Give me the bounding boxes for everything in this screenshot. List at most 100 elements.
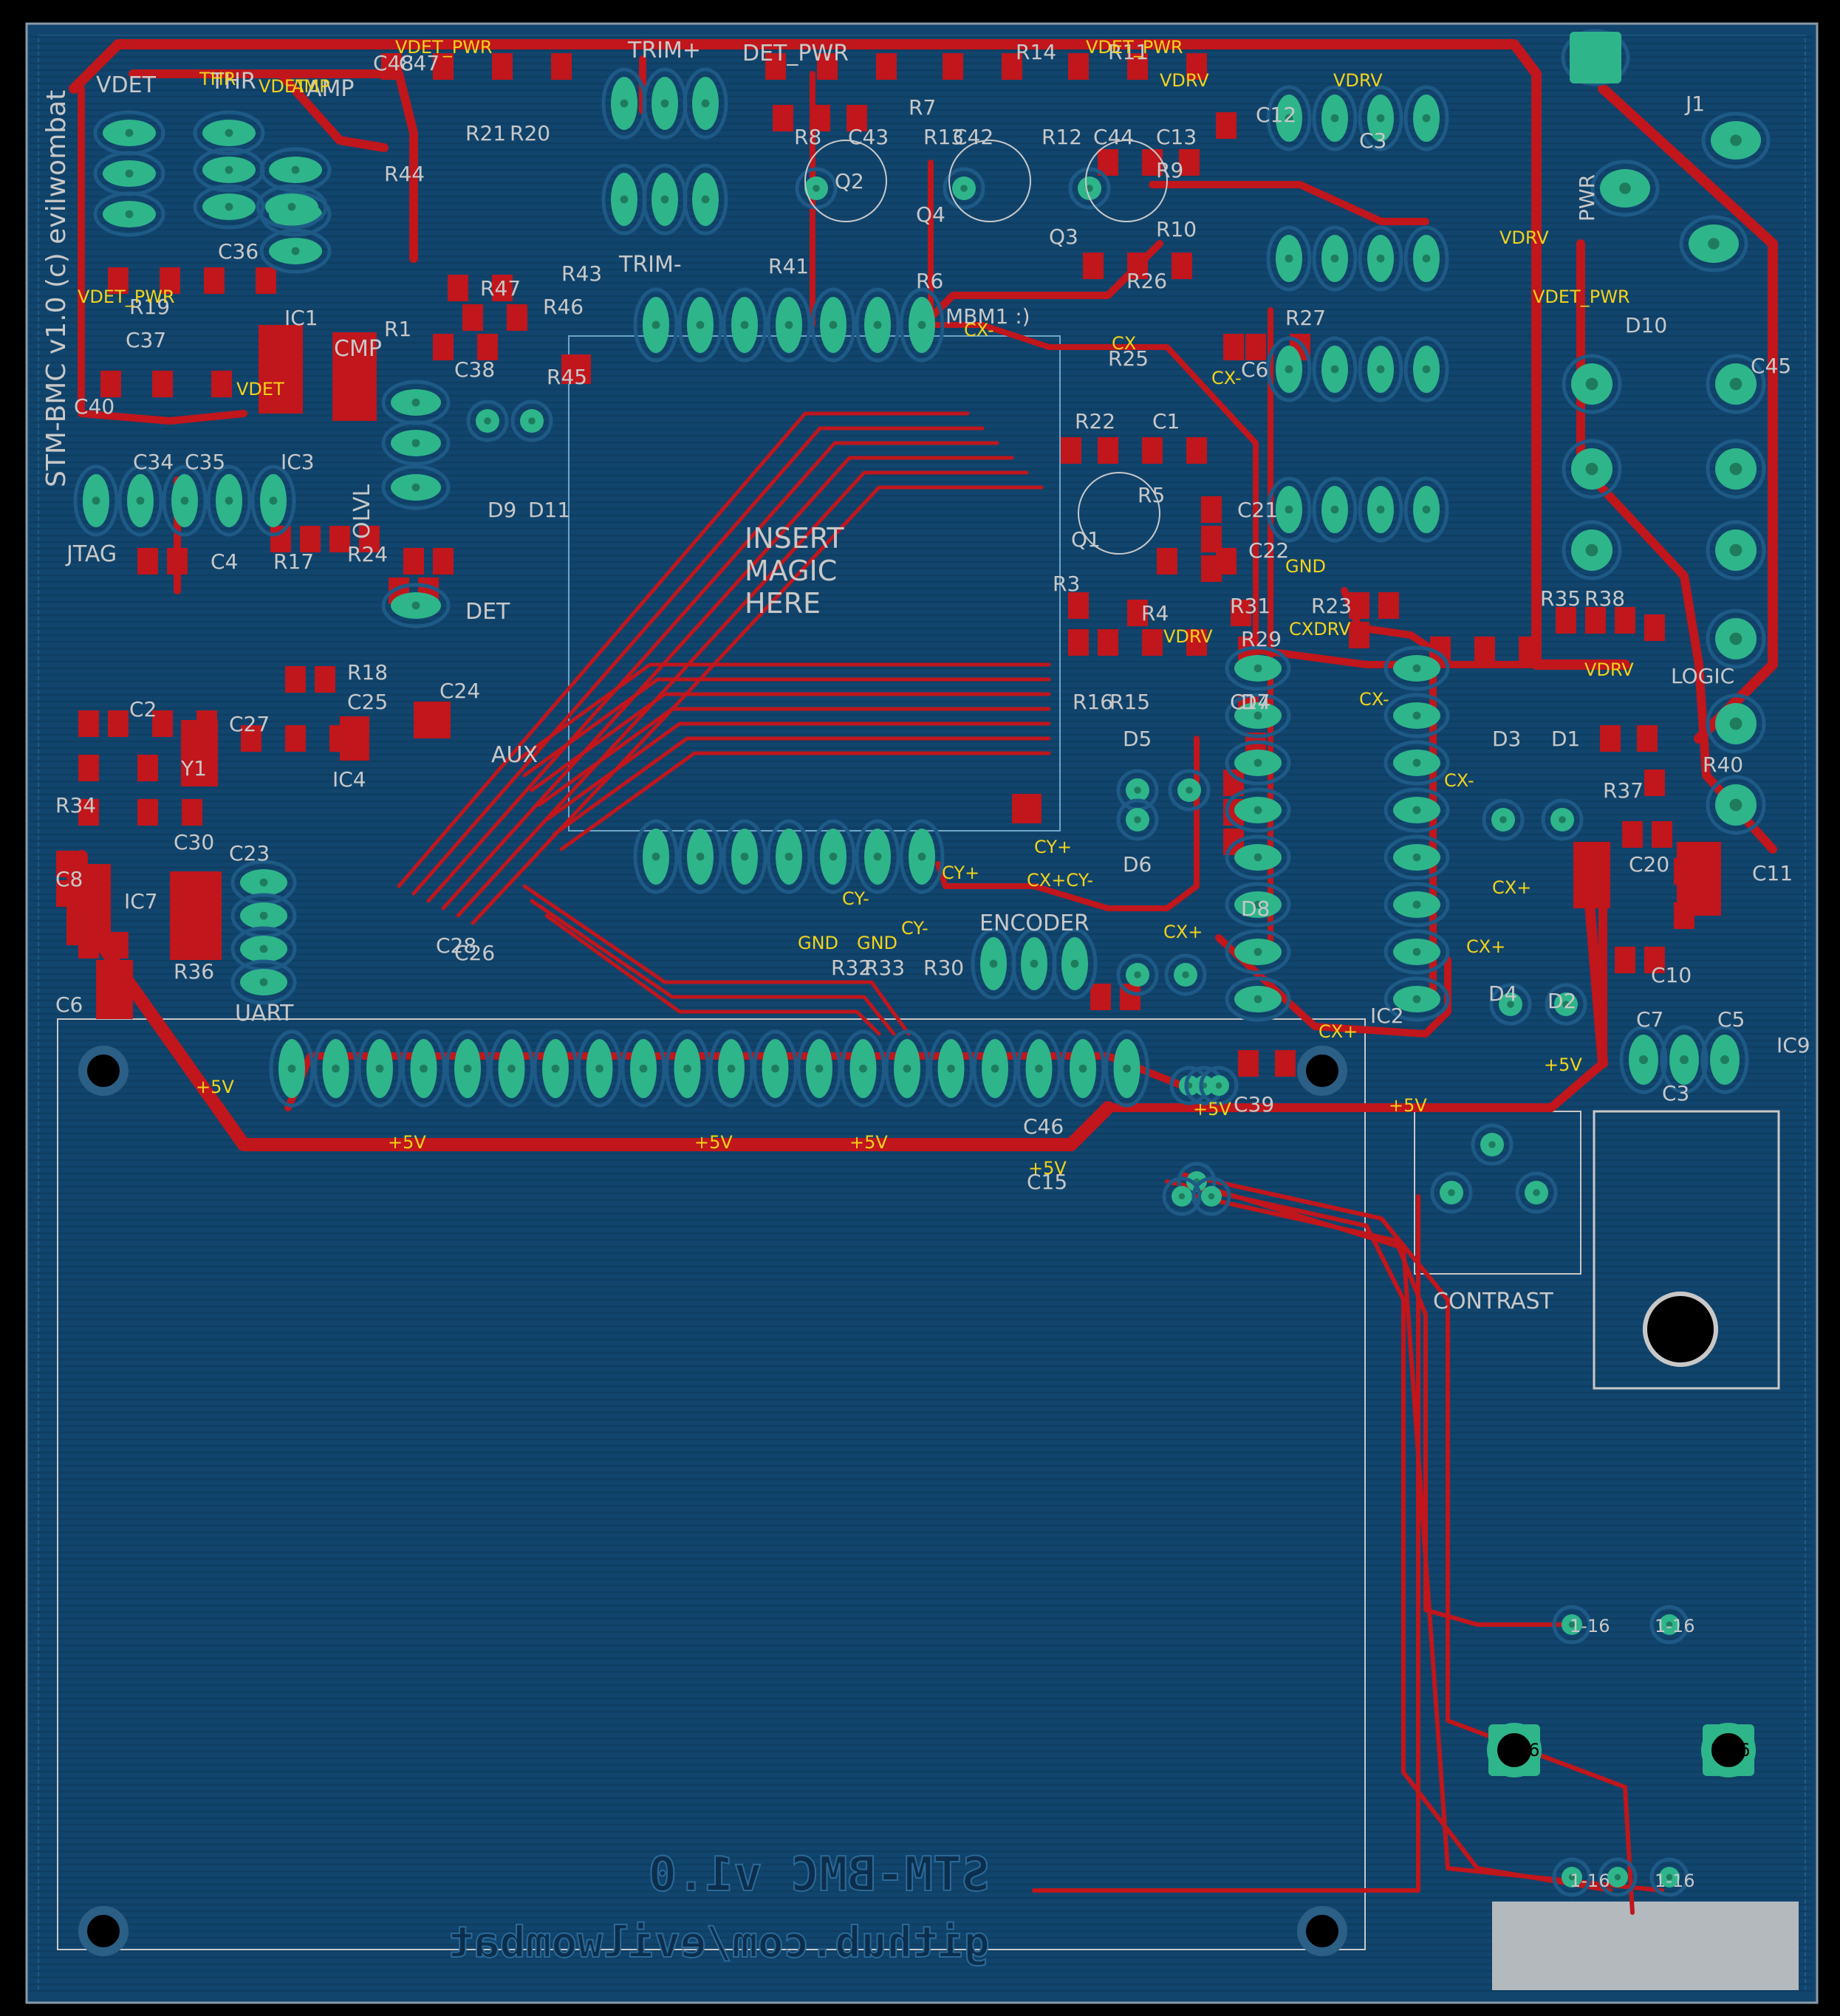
smd-block <box>1012 794 1042 823</box>
smd-pad <box>108 932 129 959</box>
designator: C30 <box>174 830 214 854</box>
connector-label-vdet: VDET <box>96 72 157 98</box>
designator: C43 <box>848 125 889 149</box>
designator: C3 <box>1359 128 1386 153</box>
smd-pad <box>300 526 321 552</box>
net-label: +5V <box>849 1132 888 1153</box>
net-label: CX- <box>1359 689 1389 710</box>
designator: R18 <box>347 660 388 685</box>
smd-block <box>561 354 591 384</box>
smd-pad <box>1349 592 1369 619</box>
smd-pad <box>1615 607 1635 634</box>
net-label: CY+ <box>942 863 979 883</box>
smd-pad <box>462 304 483 331</box>
net-label: CX+ <box>1319 1021 1358 1042</box>
net-label: +5V <box>694 1132 733 1153</box>
net-label: CX+ <box>1492 877 1531 898</box>
ic9-outline <box>1593 1110 1780 1390</box>
smd-pad <box>1186 53 1207 80</box>
net-label: CY+ <box>1034 837 1072 857</box>
smd-pad <box>152 371 173 397</box>
designator: C24 <box>440 679 480 703</box>
smd-pad <box>152 710 173 737</box>
designator: C10 <box>1651 963 1692 987</box>
designator: Q1 <box>1071 527 1101 552</box>
designator: C42 <box>953 125 993 149</box>
designator: C28 <box>436 933 476 958</box>
smd-block <box>1677 842 1721 916</box>
smd-pad <box>1083 253 1104 279</box>
designator: R41 <box>768 254 809 278</box>
smd-pad <box>492 53 513 80</box>
smd-pad <box>507 304 527 331</box>
designator: C44 <box>1093 125 1134 149</box>
designator: C3 <box>1662 1081 1689 1105</box>
connector-label-trim-plus: TRIM+ <box>627 38 701 64</box>
hole-label: 1-16 <box>1499 1740 1539 1760</box>
designator: C20 <box>1629 852 1669 877</box>
smd-pad <box>1127 253 1148 279</box>
smd-pad <box>1201 496 1222 523</box>
smd-block <box>170 871 222 960</box>
designator: C5 <box>1717 1007 1745 1032</box>
smd-pad <box>1142 437 1163 464</box>
smd-pad <box>204 267 225 294</box>
designator: C1 <box>1152 409 1180 433</box>
smd-pad <box>810 105 830 131</box>
designator: R19 <box>129 295 170 319</box>
hole-label: 1-16 <box>1710 1740 1750 1760</box>
designator: R5 <box>1138 483 1165 507</box>
smd-block <box>1573 842 1610 908</box>
designator: D4 <box>1488 981 1517 1006</box>
smd-pad <box>551 53 572 80</box>
net-label: CXDRV <box>1289 619 1351 640</box>
magic-line: HERE <box>745 587 821 620</box>
smd-pad <box>1622 821 1643 848</box>
designator: C13 <box>1156 125 1197 149</box>
designator: C48 <box>373 51 414 75</box>
smd-pad <box>270 526 291 552</box>
net-label: VDET <box>259 76 307 97</box>
designator: C6 <box>1241 357 1268 382</box>
designator: R3 <box>1053 572 1080 596</box>
designator: R46 <box>543 295 584 319</box>
designator: R29 <box>1241 627 1282 651</box>
designator: C15 <box>1027 1170 1067 1194</box>
designator: C23 <box>229 841 270 865</box>
connector-label-pwr: PWR <box>1575 174 1599 222</box>
connector-label-uart: UART <box>235 1001 294 1026</box>
designator: R33 <box>864 956 905 980</box>
designator: D7 <box>1241 690 1270 714</box>
designator: C46 <box>1023 1114 1064 1139</box>
designator: C8 <box>55 867 83 891</box>
smd-pad <box>1002 53 1022 80</box>
designator: Y1 <box>180 756 207 781</box>
smd-pad <box>1068 592 1089 619</box>
smd-pad <box>433 53 454 80</box>
smd-pad <box>847 105 867 131</box>
smd-pad <box>765 53 786 80</box>
net-label: CX+ <box>1466 936 1505 957</box>
smd-pad <box>1179 149 1200 176</box>
smd-pad <box>773 105 793 131</box>
smd-pad <box>1127 53 1148 80</box>
designator: C22 <box>1248 538 1289 563</box>
smd-pad <box>1600 725 1621 752</box>
designator: R21 <box>465 121 506 145</box>
designator: C11 <box>1752 861 1793 885</box>
connector-label-encoder: ENCODER <box>979 911 1090 936</box>
net-label: +5V <box>1193 1099 1231 1120</box>
net-label: THR <box>199 69 236 89</box>
designator: C26 <box>454 941 495 965</box>
net-label: VDET_PWR <box>1533 287 1630 307</box>
smd-pad <box>1142 629 1163 656</box>
smd-pad <box>1637 725 1658 752</box>
net-label: CY- <box>842 888 869 909</box>
designator: R12 <box>1042 125 1082 149</box>
designator: R9 <box>1156 158 1183 182</box>
smd-block <box>96 960 133 1019</box>
smd-pad <box>1275 1050 1296 1077</box>
designator: C35 <box>185 450 225 474</box>
smd-pad <box>108 267 129 294</box>
